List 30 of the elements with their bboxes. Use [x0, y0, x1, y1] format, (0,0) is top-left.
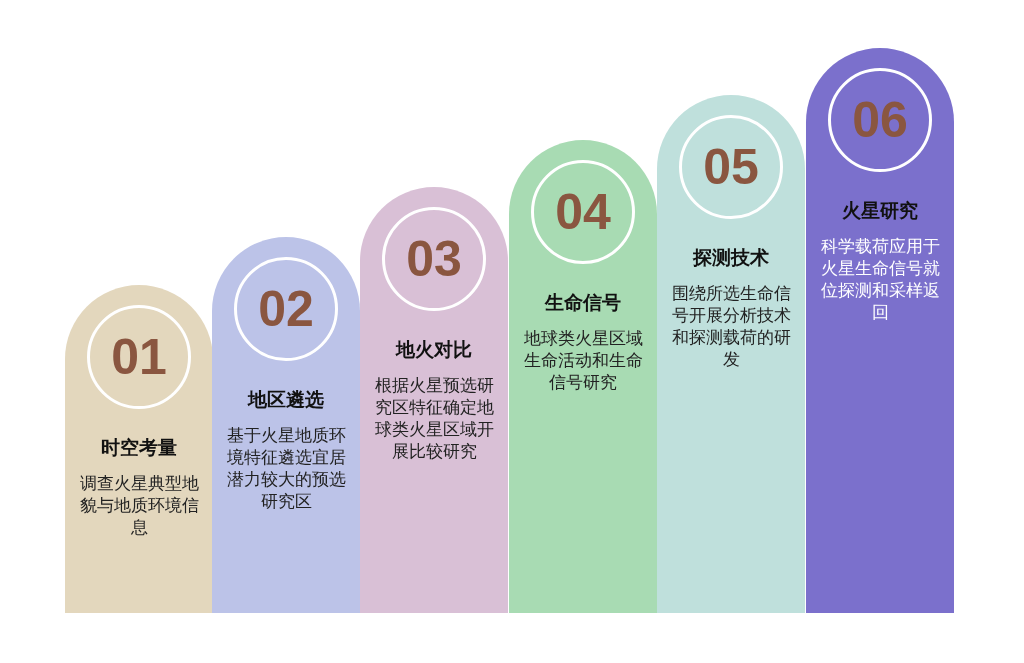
step-number: 05	[703, 142, 759, 192]
step-column	[509, 140, 657, 613]
step-number: 04	[555, 187, 611, 237]
step-number: 03	[406, 234, 462, 284]
step-column	[657, 95, 805, 613]
column-text: 基于火星地质环境特征遴选宜居潜力较大的预选研究区	[226, 425, 346, 513]
column-heading: 生命信号	[543, 290, 622, 315]
column-heading: 地区遴选	[246, 387, 325, 412]
number-circle	[828, 68, 932, 172]
column-text: 科学载荷应用于火星生命信号就位探测和采样返回	[820, 236, 940, 324]
step-column	[806, 48, 954, 613]
step-number: 06	[852, 95, 908, 145]
column-text: 围绕所选生命信号开展分析技术和探测载荷的研发	[671, 283, 791, 371]
column-heading: 地火对比	[394, 337, 473, 362]
number-circle	[234, 257, 338, 361]
step-column	[212, 237, 360, 613]
step-number: 01	[111, 332, 167, 382]
column-heading: 探测技术	[691, 245, 770, 270]
step-column	[360, 187, 508, 613]
column-heading: 火星研究	[841, 198, 919, 223]
column-text: 调查火星典型地貌与地质环境信息	[79, 473, 199, 539]
column-heading: 时空考量	[100, 435, 178, 460]
step-number: 02	[258, 284, 314, 334]
number-circle	[382, 207, 486, 311]
column-text: 根据火星预选研究区特征确定地球类火星区域开展比较研究	[374, 375, 494, 463]
column-text: 地球类火星区域生命活动和生命信号研究	[523, 328, 643, 394]
step-column	[65, 285, 213, 613]
number-circle	[531, 160, 635, 264]
number-circle	[87, 305, 191, 409]
number-circle	[679, 115, 783, 219]
